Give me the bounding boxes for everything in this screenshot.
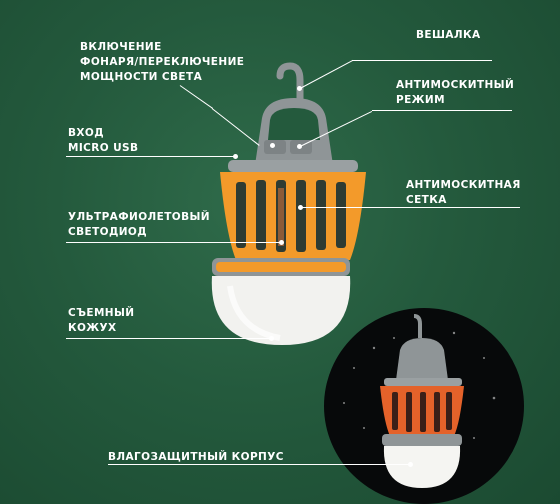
callout-dot-hanger: [297, 86, 302, 91]
callout-dot-mode: [297, 144, 302, 149]
callout-line-mode-2: [372, 110, 512, 111]
label-anti-mosquito-net: АНТИМОСКИТНАЯ СЕТКА: [406, 179, 521, 206]
callout-dot-cover: [269, 336, 274, 341]
callout-dot-usb: [233, 154, 238, 159]
power-button: [264, 140, 286, 154]
callout-line-hanger-2: [352, 60, 492, 61]
removable-dome: [211, 276, 351, 345]
label-removable-cover: СЪЕМНЫЙ КОЖУХ: [68, 307, 135, 334]
label-waterproof-body: ВЛАГОЗАЩИТНЫЙ КОРПУС: [108, 451, 284, 463]
hanger-hook: [276, 62, 304, 104]
uv-led-tube: [278, 188, 284, 246]
callout-line-uv: [66, 242, 282, 243]
label-hanger: ВЕШАЛКА: [416, 29, 481, 41]
label-power-switch: ВКЛЮЧЕНИЕ ФОНАРЯ/ПЕРЕКЛЮЧЕНИЕ МОЩНОСТИ С…: [80, 41, 245, 83]
label-uv-led: УЛЬТРАФИОЛЕТОВЫЙ СВЕТОДИОД: [68, 211, 210, 238]
callout-line-usb: [66, 156, 236, 157]
callout-dot-net: [298, 205, 303, 210]
callout-dot-power: [270, 143, 275, 148]
label-usb-input: ВХОД MICRO USB: [68, 127, 139, 154]
callout-line-cover: [66, 338, 272, 339]
callout-line-net: [300, 207, 520, 208]
label-anti-mosquito-mode: АНТИМОСКИТНЫЙ РЕЖИМ: [396, 79, 515, 106]
inset-photo: [324, 308, 524, 504]
callout-dot-waterproof: [408, 462, 413, 467]
callout-line-waterproof: [108, 464, 410, 465]
callout-dot-uv: [279, 240, 284, 245]
inset-lamp: [343, 314, 496, 488]
